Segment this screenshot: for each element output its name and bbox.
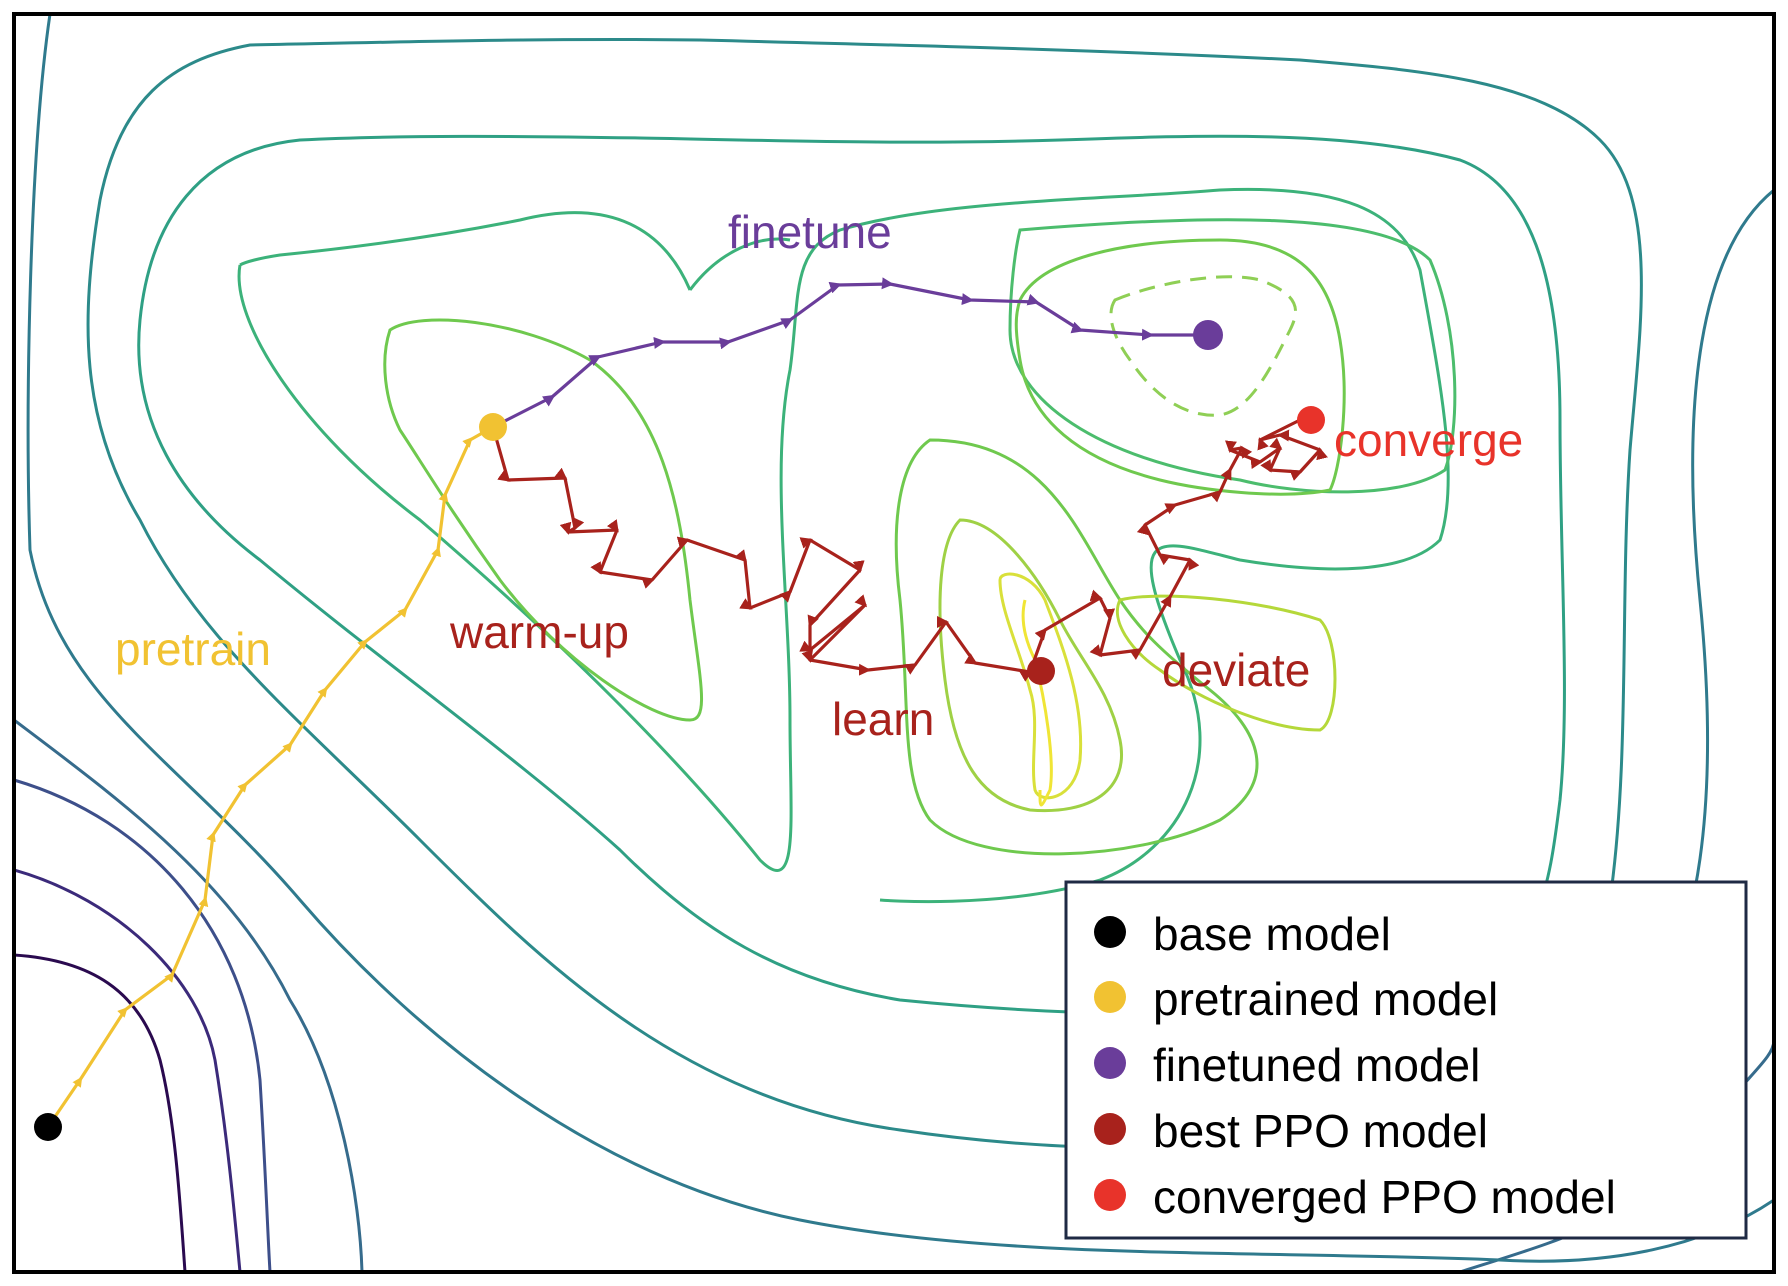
learn-label: learn bbox=[832, 693, 934, 745]
legend-box bbox=[1064, 880, 1748, 1240]
base-model-point bbox=[34, 1113, 62, 1141]
contour-level-9b bbox=[1014, 238, 1346, 496]
finetune-path bbox=[491, 277, 1212, 429]
contour-level-1 bbox=[14, 953, 187, 1272]
legend-marker-converged-ppo bbox=[1094, 1179, 1126, 1211]
legend-marker-pretrained bbox=[1094, 981, 1126, 1013]
legend-marker-finetuned bbox=[1094, 1047, 1126, 1079]
legend-label-pretrained: pretrained model bbox=[1153, 973, 1498, 1025]
contour-level-11b bbox=[1021, 599, 1053, 807]
converged-ppo-model-point bbox=[1297, 406, 1325, 434]
deviate-label: deviate bbox=[1162, 644, 1310, 696]
best-ppo-model-point bbox=[1027, 657, 1055, 685]
phase-labels: pretrain finetune warm-up learn deviate … bbox=[115, 206, 1523, 745]
warmup-label: warm-up bbox=[449, 606, 629, 658]
pretrain-path bbox=[46, 425, 497, 1129]
converge-label: converge bbox=[1334, 414, 1523, 466]
legend-marker-best-ppo bbox=[1094, 1113, 1126, 1145]
contour-level-9 bbox=[383, 318, 704, 722]
legend-label-converged-ppo: converged PPO model bbox=[1153, 1171, 1616, 1223]
pretrain-label: pretrain bbox=[115, 623, 271, 675]
legend-label-base: base model bbox=[1153, 908, 1391, 960]
finetune-label: finetune bbox=[728, 206, 892, 258]
contour-level-8 bbox=[237, 187, 1450, 904]
legend-label-finetuned: finetuned model bbox=[1153, 1039, 1480, 1091]
diagram-frame bbox=[12, 12, 1776, 1274]
legend: base model pretrained model finetuned mo… bbox=[1064, 880, 1748, 1240]
contour-level-5 bbox=[26, 14, 1774, 1263]
contour-level-2 bbox=[14, 868, 242, 1272]
model-points bbox=[34, 320, 1325, 1141]
legend-label-best-ppo: best PPO model bbox=[1153, 1105, 1488, 1157]
pretrained-model-point bbox=[479, 413, 507, 441]
legend-marker-base bbox=[1094, 916, 1126, 948]
finetuned-model-point bbox=[1193, 320, 1223, 350]
